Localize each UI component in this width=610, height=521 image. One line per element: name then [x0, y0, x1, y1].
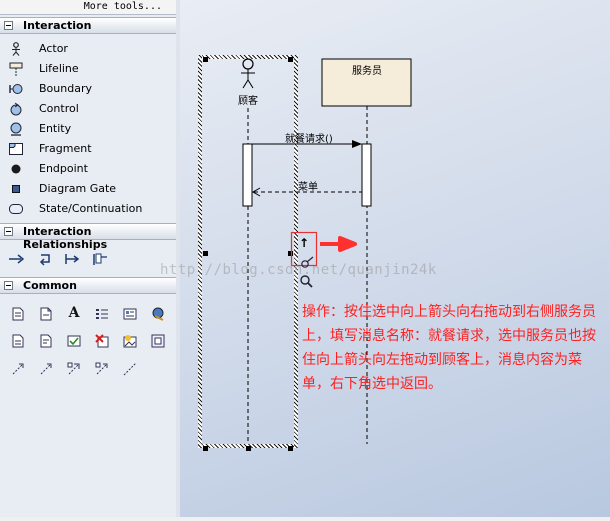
notelink-icon[interactable]: [39, 362, 53, 376]
image-icon[interactable]: [123, 334, 137, 348]
tool-fragment[interactable]: Fragment: [0, 139, 176, 159]
tool-diagram-gate[interactable]: Diagram Gate: [0, 179, 176, 199]
self-message-icon[interactable]: [37, 251, 53, 267]
control-icon: [9, 102, 23, 116]
check-icon[interactable]: [67, 334, 81, 348]
delete-icon[interactable]: [95, 334, 109, 348]
tool-control[interactable]: Control: [0, 99, 176, 119]
resize-handle[interactable]: [203, 251, 208, 256]
more-tools-link[interactable]: More tools...: [0, 0, 176, 15]
list-icon[interactable]: [95, 307, 109, 321]
tool-label: Diagram Gate: [39, 182, 117, 195]
message-1-label[interactable]: 就餐请求(): [285, 134, 333, 145]
resize-handle[interactable]: [288, 57, 293, 62]
actor-activation-bar: [242, 143, 253, 207]
toolbox-panel: More tools... Interaction Actor Lifeline…: [0, 0, 177, 517]
endpoint-icon: [9, 162, 23, 176]
tool-boundary[interactable]: Boundary: [0, 79, 176, 99]
resize-handle[interactable]: [203, 446, 208, 451]
watermark-text: http://blog.csdn.net/quanjin24k: [160, 262, 437, 278]
section-title: Interaction Relationships: [23, 225, 108, 251]
message-icon[interactable]: [8, 251, 25, 267]
message-2-label[interactable]: 菜单: [298, 182, 318, 193]
collapse-icon[interactable]: [4, 227, 13, 236]
text-icon[interactable]: [11, 307, 25, 321]
tool-label: Entity: [39, 122, 72, 135]
actor-icon: [9, 42, 23, 56]
selection-border-left: [198, 55, 202, 448]
tool-label: Fragment: [39, 142, 92, 155]
tool-entity[interactable]: Entity: [0, 119, 176, 139]
link-icon[interactable]: [11, 362, 25, 376]
section-interaction-header[interactable]: Interaction: [0, 17, 176, 34]
tool-label: Actor: [39, 42, 68, 55]
instruction-annotation: 操作：按住选中向上箭头向右拖动到右侧服务员上，填写消息名称：就餐请求，选中服务员…: [302, 304, 596, 392]
tool-state-continuation[interactable]: State/Continuation: [0, 199, 176, 219]
fragment-icon: [9, 142, 23, 156]
frame-icon[interactable]: [151, 334, 165, 348]
message-2-arrowhead: [251, 187, 261, 197]
collapse-icon[interactable]: [4, 281, 13, 290]
lifeline-icon: [9, 62, 23, 76]
tool-label: Endpoint: [39, 162, 88, 175]
bottom-border: [0, 517, 610, 521]
diagram-gate-icon: [9, 182, 23, 196]
selection-border-right: [294, 55, 298, 448]
actor-name-label: 顾客: [238, 96, 258, 107]
call-icon[interactable]: [64, 251, 80, 267]
tool-label: Lifeline: [39, 62, 79, 75]
resize-handle[interactable]: [288, 446, 293, 451]
lifeline-name-label: 服务员: [352, 66, 382, 77]
message-1-arrowhead: [352, 140, 362, 148]
resize-handle[interactable]: [288, 251, 293, 256]
dependency-icon[interactable]: [67, 362, 81, 376]
tool-label: Boundary: [39, 82, 92, 95]
section-common-header[interactable]: Common: [0, 277, 176, 294]
waiter-activation-bar: [361, 143, 372, 207]
section-title: Common: [23, 279, 77, 292]
collapse-icon[interactable]: [4, 21, 13, 30]
hyperlink-icon[interactable]: [151, 307, 165, 321]
boundary-icon: [9, 82, 23, 96]
red-hint-arrow: [320, 236, 357, 252]
link-cursor-icon[interactable]: [301, 256, 314, 268]
section-relationships-header[interactable]: Interaction Relationships: [0, 223, 176, 251]
tool-actor[interactable]: Actor: [0, 39, 176, 59]
section-title: Interaction: [23, 19, 92, 32]
selection-border-top: [198, 55, 298, 59]
document-icon[interactable]: [11, 334, 25, 348]
recursion-icon[interactable]: [92, 251, 108, 267]
trace-icon[interactable]: [95, 362, 109, 376]
entity-icon: [9, 122, 23, 136]
actor-figure[interactable]: [241, 58, 255, 89]
tool-label: State/Continuation: [39, 202, 143, 215]
artifact-icon[interactable]: [39, 334, 53, 348]
legend-icon[interactable]: [123, 307, 137, 321]
tool-label: Control: [39, 102, 79, 115]
resize-handle[interactable]: [246, 446, 251, 451]
note-icon[interactable]: [39, 307, 53, 321]
tool-endpoint[interactable]: Endpoint: [0, 159, 176, 179]
drag-up-arrow-handle[interactable]: ↑: [299, 236, 310, 250]
text-label-icon[interactable]: A: [68, 305, 80, 321]
state-continuation-icon: [9, 202, 23, 216]
waiter-lifeline-box: [321, 58, 412, 107]
drag-handle-highlight: [290, 231, 318, 267]
tool-lifeline[interactable]: Lifeline: [0, 59, 176, 79]
resize-handle[interactable]: [203, 57, 208, 62]
constraint-icon[interactable]: [123, 362, 137, 376]
zoom-icon[interactable]: [300, 275, 313, 288]
